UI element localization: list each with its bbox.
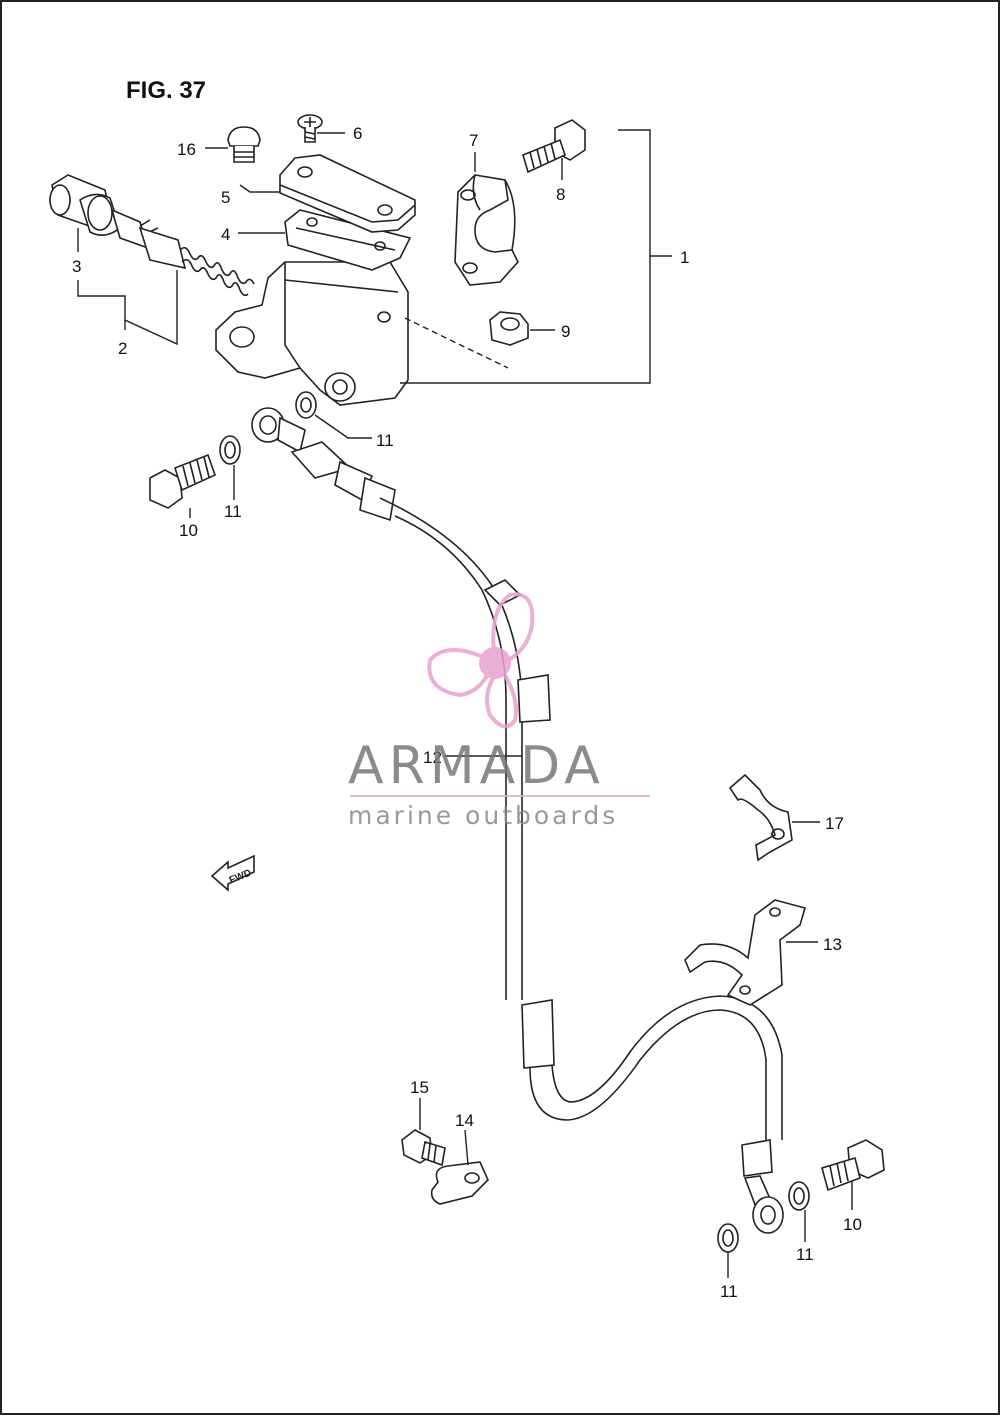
banjo-bolt-upper — [149, 453, 216, 509]
clamp-bolt — [522, 119, 586, 174]
callout-3: 3 — [72, 257, 81, 276]
washer-lower-b — [788, 1181, 810, 1211]
propeller-logo-icon — [427, 592, 535, 729]
callout-9: 9 — [561, 322, 570, 341]
banjo-bolt-lower — [821, 1139, 885, 1192]
figure-title: FIG. 37 — [126, 77, 206, 104]
washer-lower-a — [717, 1223, 739, 1253]
leader-lines — [77, 132, 853, 1278]
washer-upper-b — [295, 391, 317, 419]
callout-17: 17 — [825, 814, 844, 833]
master-cylinder-body — [215, 261, 409, 406]
clamp-bolt-15 — [401, 1129, 446, 1167]
callout-11-lower-a: 11 — [796, 1245, 814, 1264]
callout-13: 13 — [823, 935, 842, 954]
hose-clamp-17 — [728, 773, 793, 862]
clamp-nut — [489, 311, 529, 346]
watermark-tagline: marine outboards — [348, 801, 618, 830]
callout-11-lower-b: 11 — [720, 1282, 738, 1301]
callout-6: 6 — [353, 124, 362, 143]
callout-1: 1 — [680, 248, 689, 267]
callout-14: 14 — [455, 1111, 474, 1130]
callout-8: 8 — [556, 185, 565, 204]
reservoir-cap — [279, 154, 416, 233]
piston-assembly — [49, 174, 255, 297]
callout-11-upper-b: 11 — [224, 502, 242, 521]
hose-bracket-13 — [684, 899, 806, 1006]
callout-10-upper: 10 — [179, 521, 198, 540]
callout-2: 2 — [118, 339, 127, 358]
reservoir-plug — [227, 126, 261, 163]
callout-10-lower: 10 — [843, 1215, 862, 1234]
brake-hose — [379, 497, 784, 1234]
leader-9-body — [404, 317, 509, 369]
callout-7: 7 — [469, 131, 478, 150]
handlebar-clamp — [454, 174, 519, 286]
callout-11-upper-a: 11 — [376, 431, 394, 450]
callout-5: 5 — [221, 188, 230, 207]
washer-upper-a — [219, 435, 241, 465]
fwd-arrow-icon: FWD — [210, 854, 255, 892]
callout-16: 16 — [177, 140, 196, 159]
banjo-fitting-upper — [251, 407, 396, 522]
watermark: ARMADA marine outboards — [348, 592, 650, 830]
cap-screw — [297, 114, 323, 143]
callout-4: 4 — [221, 225, 230, 244]
hose-clamp-14 — [430, 1161, 489, 1205]
callout-15: 15 — [410, 1078, 429, 1097]
callout-12: 12 — [423, 748, 442, 767]
diaphragm-gasket — [284, 209, 412, 271]
watermark-brand: ARMADA — [348, 736, 605, 796]
assembly-bracket-line — [400, 129, 651, 384]
